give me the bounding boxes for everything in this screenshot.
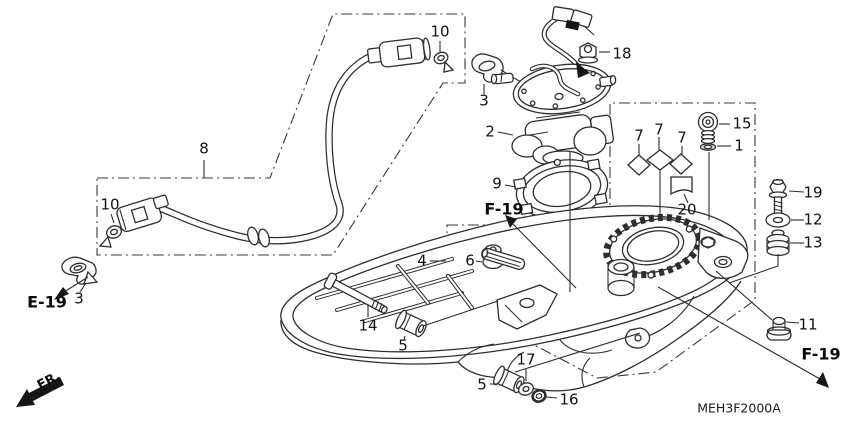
e19-reference: E-19 (27, 276, 89, 312)
part-callout-7: 7 (634, 127, 644, 145)
part-callout-11: 11 (798, 316, 817, 334)
part-callout-3: 3 (479, 92, 489, 110)
part-callout-5: 5 (477, 376, 487, 394)
part-callout-12: 12 (803, 211, 822, 229)
part-callout-17: 17 (516, 351, 535, 369)
rubber-damper-stack (766, 229, 790, 257)
part-callout-13: 13 (803, 234, 822, 252)
part-callout-14: 14 (358, 317, 377, 335)
clamp-bracket-lower (61, 256, 99, 285)
e19-arrow-icon (54, 287, 69, 300)
f19-bottom-reference: F-19 (657, 286, 841, 388)
plain-washer (518, 382, 534, 396)
part-callout-4: 4 (417, 252, 427, 270)
part-callout-7: 7 (654, 121, 664, 139)
seal-diamonds (627, 149, 693, 176)
pump-plate (512, 63, 612, 115)
wire-connector (551, 6, 595, 36)
hose-ring (247, 226, 270, 248)
f19-bottom-arrow-icon (816, 372, 829, 388)
part-callout-2: 2 (485, 123, 495, 141)
part-callout-6: 6 (465, 252, 475, 270)
tank-valve-cylinder (607, 258, 635, 297)
hex-nut (531, 389, 547, 403)
front-direction-marker: FR. (16, 369, 64, 407)
hose-clamp-upper (433, 51, 455, 73)
hose-upper-connector (366, 37, 431, 68)
part-callout-19: 19 (803, 184, 822, 202)
drain-plug (766, 316, 792, 341)
hose-clamp-lower (98, 225, 122, 248)
pump-nut (577, 42, 599, 64)
plate-fuel-fitting (490, 72, 514, 85)
rubber-bushing-rear (493, 365, 525, 394)
part-callout-16: 16 (559, 391, 578, 409)
f19-top-reference: F-19 (484, 200, 577, 289)
mount-washer (765, 212, 791, 228)
plate-outlet (599, 74, 617, 88)
part-callout-8: 8 (199, 140, 209, 158)
tank-ribs (315, 257, 474, 323)
f19-bottom-ref-label: F-19 (801, 345, 840, 364)
tank-front-bracket (496, 284, 558, 330)
tank-cap-screw (697, 111, 719, 145)
f19-top-arrow-icon (505, 215, 517, 228)
fuel-hose-assembly (98, 37, 455, 248)
leader-lines (79, 41, 805, 399)
part-callout-15: 15 (732, 115, 751, 133)
part-callout-10: 10 (100, 196, 119, 214)
boundary-boxes (96, 13, 756, 379)
diagram-code: MEH3F2000A (697, 401, 781, 416)
hose-lower-connector (116, 194, 169, 233)
caution-label (670, 176, 693, 196)
front-arrow-icon (16, 377, 64, 407)
o-ring-washer (699, 143, 717, 151)
flange-bolt (768, 178, 788, 215)
part-callout-1: 1 (734, 137, 744, 155)
part-callout-18: 18 (612, 45, 631, 63)
fuel-pump-body (511, 111, 614, 166)
tank-mount-ear (697, 227, 749, 280)
part-callout-3: 3 (74, 290, 84, 308)
hose-group-boundary (96, 13, 466, 256)
tank-bottom-lug (624, 327, 651, 349)
f19-top-ref-label: F-19 (484, 200, 523, 219)
part-callout-7: 7 (677, 129, 687, 147)
e19-ref-label: E-19 (27, 293, 67, 312)
part-callout-20: 20 (677, 201, 696, 219)
part-callout-10: 10 (430, 23, 449, 41)
part-callout-5: 5 (398, 337, 408, 355)
rubber-strip (481, 247, 526, 270)
part-callout-9: 9 (492, 175, 502, 193)
fuel-pump-assembly (471, 6, 617, 166)
rubber-bushing-front (395, 309, 427, 338)
mount-bolt (323, 272, 388, 314)
